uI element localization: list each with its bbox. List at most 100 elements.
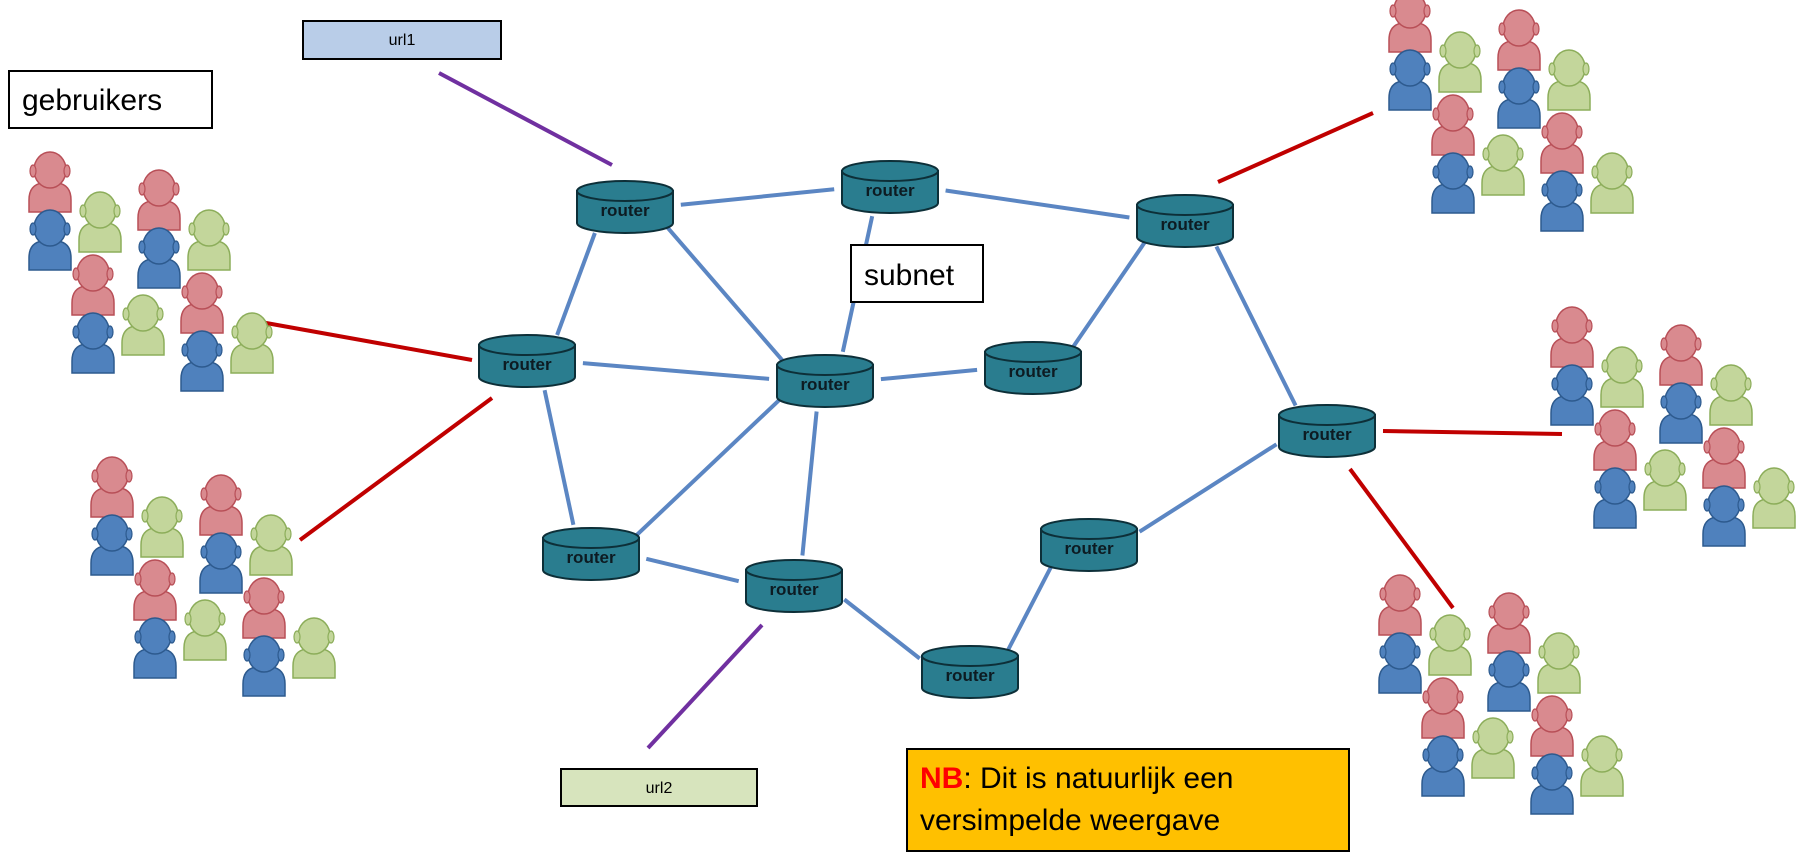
person-icon [1431, 152, 1475, 214]
router-link [880, 367, 978, 382]
nb-note-line2: versimpelde weergave [920, 804, 1220, 837]
person-icon [1593, 409, 1637, 471]
url1-box: url1 [302, 20, 502, 60]
person-icon [133, 617, 177, 679]
person-icon [249, 514, 293, 576]
person-icon [183, 599, 227, 661]
person-icon [28, 151, 72, 213]
router-link [945, 188, 1130, 220]
person-icon [1530, 695, 1574, 757]
router-label: router [1008, 362, 1058, 381]
router-label: router [600, 201, 650, 220]
router-link [645, 556, 740, 584]
person-icon [28, 209, 72, 271]
person-icon [1378, 632, 1422, 694]
url2-label: url2 [646, 780, 673, 797]
person-icon [133, 559, 177, 621]
nb-prefix: NB [920, 762, 963, 795]
router-r1: router [576, 180, 674, 234]
subnet-label-box: subnet [850, 244, 984, 303]
person-icon [187, 209, 231, 271]
person-icon [90, 456, 134, 518]
router-label: router [769, 580, 819, 599]
person-icon [140, 496, 184, 558]
url1-label: url1 [389, 32, 416, 49]
person-icon [90, 514, 134, 576]
router-r8: router [745, 559, 843, 613]
person-icon [1540, 112, 1584, 174]
person-icon [137, 227, 181, 289]
person-icon [1702, 427, 1746, 489]
router-link [1071, 241, 1147, 348]
person-icon [1659, 324, 1703, 386]
routers: router router router router router router rout… [478, 160, 1376, 699]
person-icon [1547, 49, 1591, 111]
person-icon [121, 294, 165, 356]
nb-line1: : Dit is natuurlijk een [963, 762, 1233, 795]
users-label-box: gebruikers [8, 70, 213, 129]
person-icon [1497, 67, 1541, 129]
person-icon [1540, 170, 1584, 232]
person-icon [137, 169, 181, 231]
person-icon [1497, 9, 1541, 71]
user-link [1382, 429, 1563, 436]
person-icon [1421, 735, 1465, 797]
person-icon [180, 272, 224, 334]
person-icon [242, 635, 286, 697]
user-link [298, 396, 494, 542]
person-icon [199, 532, 243, 594]
router-r3: router [1136, 194, 1234, 248]
person-icon [1481, 134, 1525, 196]
router-link [800, 411, 819, 556]
nb-note-line1: NB: Dit is natuurlijk een [920, 762, 1233, 795]
router-link [582, 361, 770, 381]
person-icon [1709, 364, 1753, 426]
person-icon [71, 254, 115, 316]
subnet-label: subnet [864, 259, 955, 292]
router-r4: router [478, 334, 576, 388]
person-icon [1643, 449, 1687, 511]
router-label: router [945, 666, 995, 685]
router-link [634, 397, 782, 538]
person-icon [1438, 31, 1482, 93]
router-r7: router [542, 527, 640, 581]
person-icon [1580, 735, 1624, 797]
person-icon [1752, 467, 1796, 529]
url2-box: url2 [560, 768, 758, 807]
person-icon [230, 312, 274, 374]
person-icon [1431, 94, 1475, 156]
person-icon [1487, 592, 1531, 654]
user-groups [28, 0, 1796, 815]
person-icon [242, 577, 286, 639]
router-r9: router [1278, 404, 1376, 458]
person-icon [1537, 632, 1581, 694]
user-links [254, 71, 1563, 750]
user-link [1348, 467, 1455, 610]
url-link [646, 623, 764, 750]
person-icon [1428, 614, 1472, 676]
router-link [843, 597, 921, 661]
router-label: router [1302, 425, 1352, 444]
router-link [1214, 245, 1298, 407]
router-label: router [865, 181, 915, 200]
person-icon [1530, 753, 1574, 815]
router-r5: router [776, 354, 874, 408]
person-icon [292, 617, 336, 679]
router-link [542, 389, 576, 526]
router-r10: router [1040, 518, 1138, 572]
nb-note: NB: Dit is natuurlijk een versimpelde we… [906, 748, 1350, 852]
url-link [438, 71, 613, 167]
router-link [555, 232, 597, 336]
person-icon [1388, 0, 1432, 53]
person-icon [71, 312, 115, 374]
person-icon [1550, 364, 1594, 426]
router-label: router [1064, 539, 1114, 558]
person-icon [1471, 717, 1515, 779]
person-icon [1593, 467, 1637, 529]
person-icon [1421, 677, 1465, 739]
user-link [1217, 111, 1374, 184]
user-link [254, 319, 473, 362]
router-link [1006, 566, 1053, 651]
person-icon [199, 474, 243, 536]
